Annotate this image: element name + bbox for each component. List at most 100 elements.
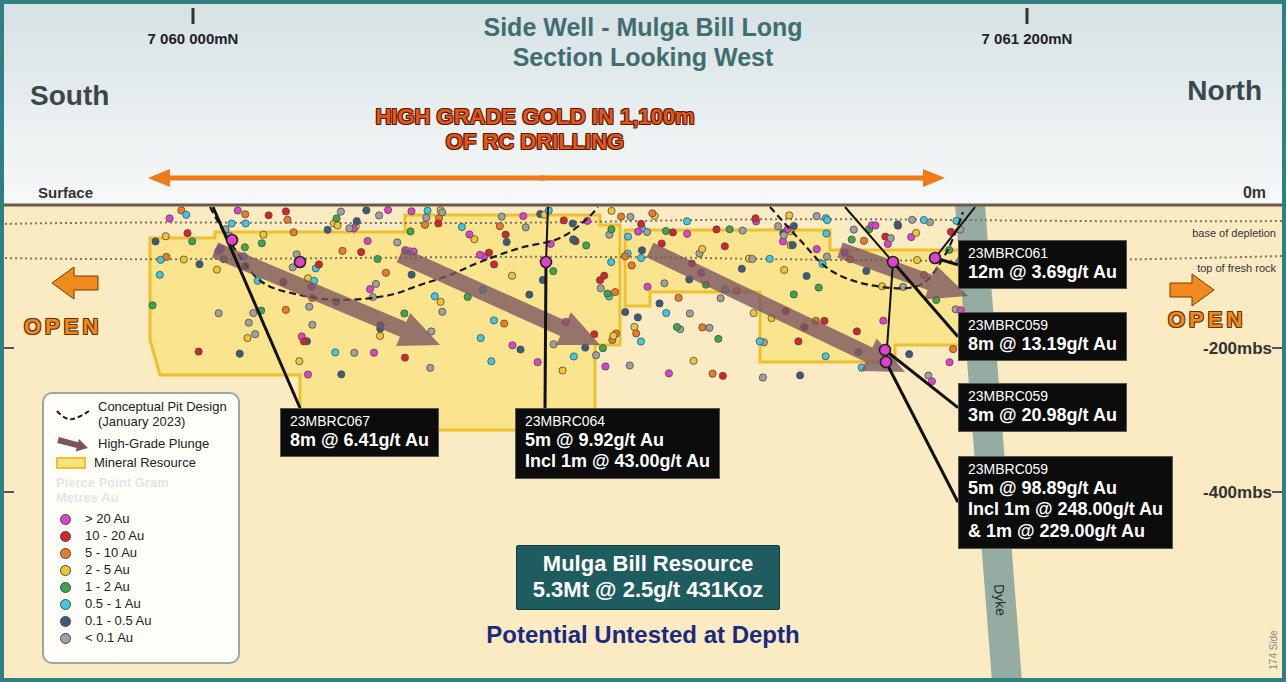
pierce-point <box>823 253 830 260</box>
pierce-point <box>739 227 746 234</box>
pierce-point <box>749 255 756 262</box>
pierce-point <box>213 266 220 273</box>
legend-item: 10 - 20 Au <box>56 529 144 544</box>
pierce-point <box>920 216 927 223</box>
pierce-point <box>824 217 831 224</box>
pierce-point <box>306 303 313 310</box>
pierce-point <box>906 351 913 358</box>
pierce-point <box>860 237 867 244</box>
pierce-point <box>894 221 901 228</box>
pierce-point <box>759 374 766 381</box>
legend-swatch <box>60 565 71 576</box>
legend-text: 0.5 - 1 Au <box>85 597 141 612</box>
pierce-point <box>550 268 557 275</box>
open-arrow <box>1170 274 1214 306</box>
pierce-point <box>570 353 577 360</box>
pierce-point <box>290 229 297 236</box>
pierce-point <box>242 211 249 218</box>
node-heading: 23MBRC059 <box>968 388 1117 405</box>
pierce-point <box>509 342 516 349</box>
ground <box>0 205 1286 682</box>
pierce-point <box>675 294 682 301</box>
sky <box>0 0 1286 205</box>
pierce-point <box>795 338 802 345</box>
pierce-point <box>485 249 492 256</box>
pierce-point <box>421 221 428 228</box>
pierce-point <box>644 283 651 290</box>
highlight-pierce-point <box>888 257 899 268</box>
pierce-point <box>752 215 759 222</box>
pierce-point <box>635 228 642 235</box>
pierce-point <box>166 215 173 222</box>
pierce-point <box>234 207 241 214</box>
pierce-point <box>424 207 431 214</box>
pierce-point <box>296 358 303 365</box>
pierce-point <box>663 309 670 316</box>
drill-hole <box>546 207 548 262</box>
legend-text: 2 - 5 Au <box>85 563 130 578</box>
pierce-point <box>946 359 953 366</box>
pierce-point <box>439 209 446 216</box>
pierce-point <box>786 212 793 219</box>
drill-hole <box>845 207 893 362</box>
pierce-point <box>408 208 415 215</box>
pierce-point <box>401 354 408 361</box>
pierce-point <box>437 298 444 305</box>
node-value: 5.3Mt @ 2.5g/t 431Koz <box>533 577 764 603</box>
pierce-point <box>803 272 810 279</box>
pierce-point <box>476 251 483 258</box>
coordinate-tick <box>1026 8 1029 24</box>
highlight-pierce-point <box>295 257 306 268</box>
pierce-point <box>686 310 693 317</box>
pierce-point <box>508 272 515 279</box>
legend-sample <box>56 408 90 422</box>
pierce-point <box>628 262 635 269</box>
coordinate-label: 7 060 000mN <box>148 30 239 47</box>
pierce-point <box>721 243 728 250</box>
legend-item: 5 - 10 Au <box>56 546 137 561</box>
pierce-point <box>662 227 669 234</box>
pierce-point <box>315 261 322 268</box>
legend-text: 1 - 2 Au <box>85 580 130 595</box>
pierce-point <box>853 328 860 335</box>
legend-text: < 0.1 Au <box>85 631 133 646</box>
pierce-point <box>431 293 438 300</box>
pierce-point <box>850 226 857 233</box>
legend-sample <box>56 436 90 452</box>
pierce-point <box>661 280 668 287</box>
horizon-label: top of fresh rock <box>1197 262 1276 275</box>
pierce-point <box>634 314 641 321</box>
pierce-point <box>242 220 249 227</box>
pierce-point <box>265 212 272 219</box>
pierce-point <box>490 261 497 268</box>
pierce-point <box>583 242 590 249</box>
pierce-point <box>602 363 609 370</box>
pierce-point <box>813 212 820 219</box>
pierce-point <box>559 367 566 374</box>
pierce-point <box>162 233 169 240</box>
pierce-point <box>370 349 377 356</box>
pierce-point <box>488 358 495 365</box>
assay-callout: 23MBRC0598m @ 13.19g/t Au <box>958 312 1127 361</box>
coordinate-tick <box>192 8 195 24</box>
pierce-point <box>517 346 524 353</box>
pierce-point <box>622 253 629 260</box>
assay-callout: 23MBRC06112m @ 3.69g/t Au <box>958 240 1127 289</box>
pierce-point <box>774 223 781 230</box>
plunge-sample <box>57 437 88 451</box>
pierce-point <box>706 324 713 331</box>
pierce-point <box>503 238 510 245</box>
pierce-point <box>699 245 706 252</box>
pierce-point <box>338 371 345 378</box>
pierce-point <box>949 345 956 352</box>
pierce-point <box>408 271 415 278</box>
pierce-point <box>790 291 797 298</box>
note-label: Potential Untested at Depth <box>486 621 799 649</box>
pierce-point <box>156 271 163 278</box>
legend-item: High-Grade Plunge <box>56 436 209 452</box>
node-heading: 23MBRC067 <box>290 413 429 430</box>
pierce-point <box>569 220 576 227</box>
pierce-point <box>358 249 365 256</box>
node-value: & 1m @ 229.00g/t Au <box>968 521 1163 543</box>
pierce-point <box>366 286 373 293</box>
